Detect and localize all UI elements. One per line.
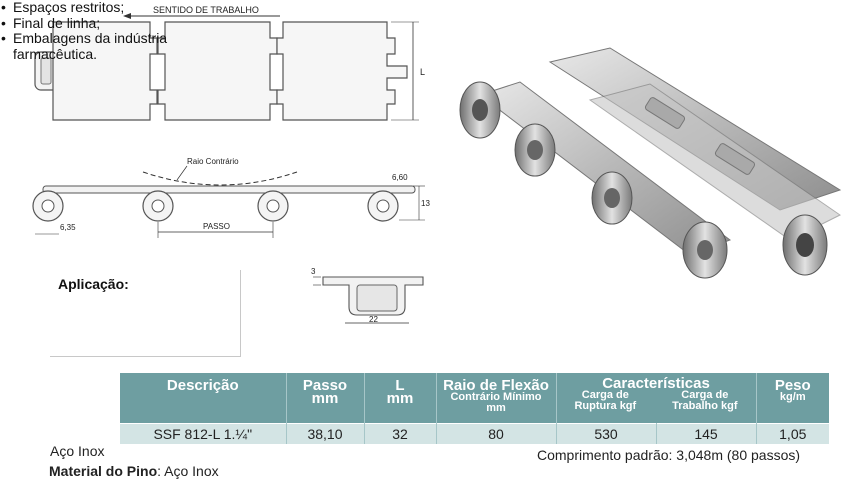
cell-trabalho: 145 (656, 423, 757, 444)
header-raio: Raio de Flexão Contrário Mínimo mm (436, 373, 557, 424)
header-passo: Passo mm (286, 373, 365, 424)
dimension-l-label: L (420, 67, 425, 77)
cell-raio: 80 (436, 423, 557, 444)
application-box (50, 270, 241, 357)
cross-section-diagram: 3 22 (311, 267, 424, 324)
dimension-635-label: 6,35 (60, 223, 76, 232)
application-title: Aplicação: (58, 276, 129, 292)
cell-l: 32 (364, 423, 437, 444)
header-ruptura: Carga de Ruptura kgf (574, 389, 637, 412)
table-row: SSF 812-L 1.¼" 38,10 32 80 530 145 1,05 (120, 423, 830, 444)
dimension-3-label: 3 (311, 267, 316, 276)
header-descricao: Descrição (120, 373, 287, 424)
dimension-13-label: 13 (421, 199, 430, 208)
pin-material-text: Material do Pino: Aço Inox (49, 463, 219, 479)
cell-ruptura: 530 (556, 423, 657, 444)
dimension-660-label: 6,60 (392, 173, 408, 182)
list-item: Embalagens da indústria farmacêutica. (0, 30, 188, 62)
cell-peso: 1,05 (756, 423, 830, 444)
standard-length-text: Comprimento padrão: 3,048m (80 passos) (537, 447, 801, 463)
header-peso: Peso kg/m (756, 373, 830, 424)
cell-descricao: SSF 812-L 1.¼" (120, 423, 287, 444)
cell-passo: 38,10 (286, 423, 365, 444)
table-header-row: Descrição Passo mm L mm Raio de Flexão C… (120, 373, 830, 424)
header-l: L mm (364, 373, 437, 424)
chain-side-view-diagram: Raio Contrário 6,60 13 6,35 PASSO (32, 157, 430, 238)
application-list: Espaços restritos; Final de linha; Embal… (0, 0, 854, 62)
passo-label: PASSO (203, 222, 230, 231)
raio-label: Raio Contrário (187, 157, 239, 166)
header-trabalho: Carga de Trabalho kgf (672, 389, 738, 412)
list-item: Final de linha; (0, 15, 854, 32)
dimension-22-label: 22 (369, 315, 378, 324)
list-item: Espaços restritos; (0, 0, 854, 16)
spec-table: Descrição Passo mm L mm Raio de Flexão C… (120, 373, 830, 444)
chain-product-photo (459, 47, 842, 279)
header-caracteristicas: Características Carga de Ruptura kgf Car… (556, 373, 757, 424)
material-text: Aço Inox (50, 443, 105, 459)
